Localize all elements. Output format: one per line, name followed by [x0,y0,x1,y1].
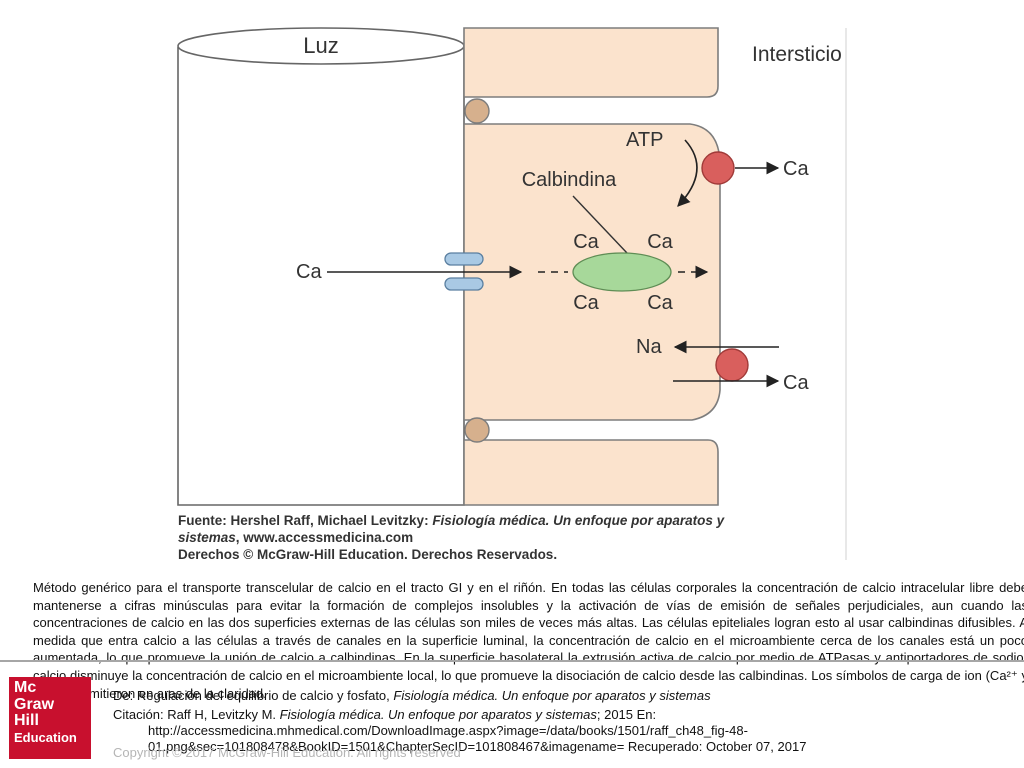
logo-line-2: Graw [14,695,55,713]
atp-label: ATP [626,129,663,151]
calbindin-protein [572,252,672,292]
footer-divider [0,660,1024,662]
copyright-notice: Copyright © 2017 McGraw-Hill Education. … [113,745,461,760]
ca-bound-top-left: Ca [573,231,599,253]
na-label: Na [636,336,662,358]
sodium-calcium-exchanger [715,348,749,382]
logo-line-1: Mc [14,679,37,696]
mcgraw-hill-logo: Mc Graw Hill Education [9,677,91,759]
source-line-1: Fuente: Hershel Raff, Michael Levitzky: … [178,513,726,528]
ca-exit-label-atpase: Ca [783,158,809,180]
ca-bound-top-right: Ca [647,231,673,253]
calcium-atpase-pump [701,151,735,185]
ca-exit-label-exchanger: Ca [783,372,809,394]
logo-line-3: Hill [14,712,39,729]
lumen-cylinder [177,27,465,506]
logo-line-4: Education [14,729,77,745]
source-line-3: Derechos © McGraw-Hill Education. Derech… [178,547,557,562]
upper-cell [463,27,719,98]
calbindin-label: Calbindina [522,169,617,191]
interstitium-label: Intersticio [752,43,842,66]
ca-bound-bottom-left: Ca [573,292,599,314]
citation-block: Citación: Raff H, Levitzky M. Fisiología… [113,707,1013,755]
calbindin-pointer-line [572,195,628,254]
citation-line: Citación: Raff H, Levitzky M. Fisiología… [113,707,657,722]
ca-entry-label: Ca [296,261,322,283]
calcium-transport-diagram: Luz Intersticio Ca Calbindina Ca Ca Ca C… [177,27,847,562]
ca-bound-bottom-right: Ca [647,292,673,314]
citation-url[interactable]: http://accessmedicina.mhmedical.com/Down… [148,723,748,738]
lumen-label: Luz [303,33,338,58]
citation-url-continued[interactable]: 01.png&sec=101808478&BookID=1501&Chapter… [148,739,807,754]
figure-caption: Método genérico para el transporte trans… [33,580,1024,701]
source-line-2: sistemas, www.accessmedicina.com [178,530,413,545]
atp-curved-arrow [677,139,698,207]
calcium-channel [444,252,484,291]
tight-junction-bottom [464,417,490,443]
tight-junction-top [464,98,490,124]
lower-cell [463,439,719,506]
figure-reference: De: Regulación del equilibrio de calcio … [113,688,711,703]
